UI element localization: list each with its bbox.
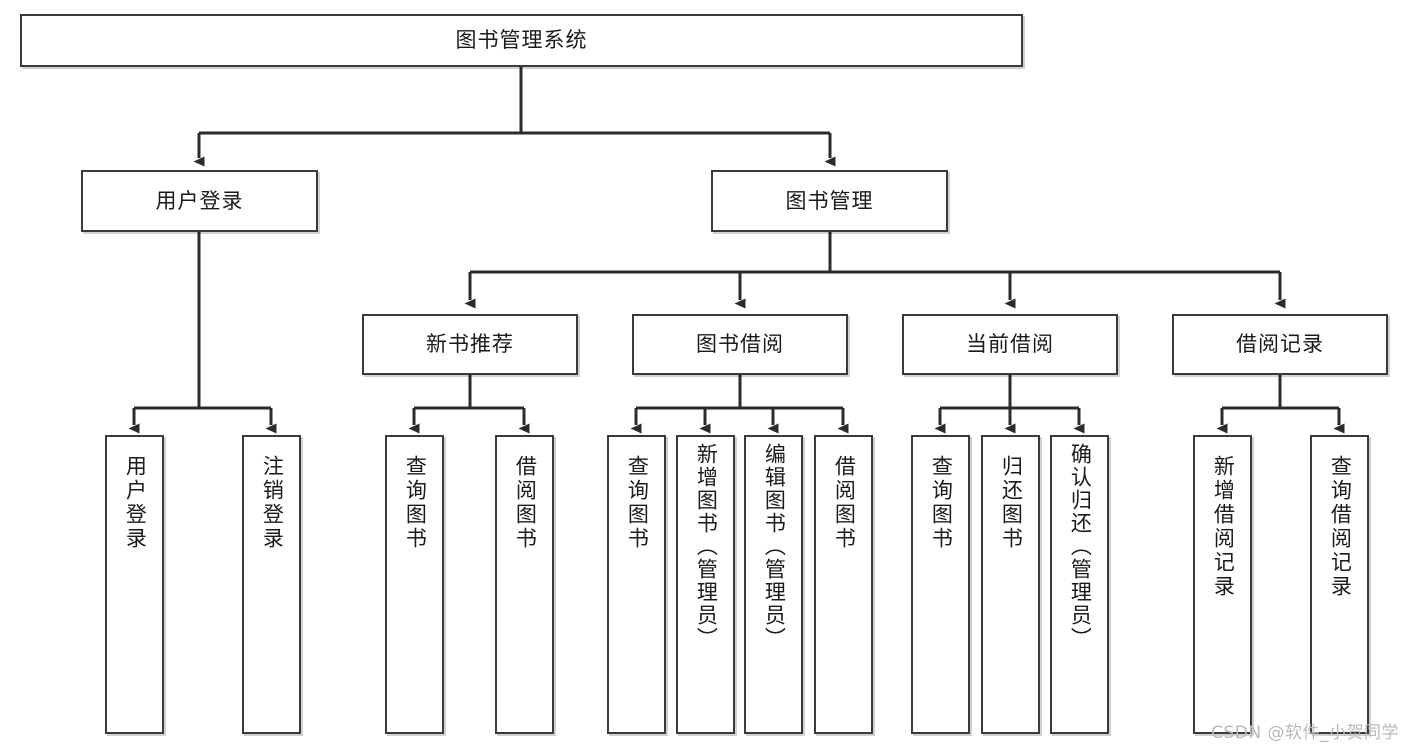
node-leaf-add-record[interactable]: 新增借阅记录 bbox=[1193, 435, 1252, 734]
watermark-text: CSDN @软件_小贺同学 bbox=[1211, 723, 1399, 743]
node-leaf-query-book-1[interactable]: 查询图书 bbox=[385, 435, 444, 734]
node-book-borrow-label: 图书借阅 bbox=[696, 332, 784, 357]
node-leaf-query-record-label: 查询借阅记录 bbox=[1328, 455, 1353, 599]
node-leaf-query-book-1-label: 查询图书 bbox=[403, 455, 428, 551]
node-book-borrow[interactable]: 图书借阅 bbox=[632, 314, 848, 375]
node-leaf-edit-book[interactable]: 编辑图书（管理员） bbox=[744, 435, 803, 734]
node-borrow-record[interactable]: 借阅记录 bbox=[1172, 314, 1388, 375]
node-book-manage-label: 图书管理 bbox=[785, 188, 874, 213]
node-new-book-recommend[interactable]: 新书推荐 bbox=[362, 314, 578, 375]
node-leaf-return-book[interactable]: 归还图书 bbox=[981, 435, 1040, 734]
node-leaf-query-record[interactable]: 查询借阅记录 bbox=[1310, 435, 1369, 734]
node-leaf-return-book-label: 归还图书 bbox=[999, 455, 1024, 551]
node-leaf-user-login-label: 用户登录 bbox=[123, 455, 148, 551]
node-leaf-query-book-2[interactable]: 查询图书 bbox=[607, 435, 666, 734]
node-leaf-edit-book-label: 编辑图书（管理员） bbox=[762, 443, 787, 650]
node-leaf-query-book-3-label: 查询图书 bbox=[929, 455, 954, 551]
node-leaf-confirm-return[interactable]: 确认归还（管理员） bbox=[1050, 435, 1109, 734]
node-user-login-label: 用户登录 bbox=[155, 188, 244, 213]
node-leaf-borrow-book-1[interactable]: 借阅图书 bbox=[495, 435, 554, 734]
node-leaf-add-book-label: 新增图书（管理员） bbox=[694, 443, 719, 650]
node-leaf-borrow-book-2-label: 借阅图书 bbox=[832, 455, 857, 551]
node-root[interactable]: 图书管理系统 bbox=[20, 14, 1023, 67]
node-leaf-borrow-book-1-label: 借阅图书 bbox=[513, 455, 538, 551]
node-leaf-add-record-label: 新增借阅记录 bbox=[1211, 455, 1236, 599]
node-current-borrow-label: 当前借阅 bbox=[966, 332, 1054, 357]
node-leaf-user-login[interactable]: 用户登录 bbox=[105, 435, 164, 734]
node-leaf-add-book[interactable]: 新增图书（管理员） bbox=[676, 435, 735, 734]
node-leaf-query-book-3[interactable]: 查询图书 bbox=[911, 435, 970, 734]
node-borrow-record-label: 借阅记录 bbox=[1236, 332, 1324, 357]
node-root-label: 图书管理系统 bbox=[455, 28, 588, 53]
node-new-book-recommend-label: 新书推荐 bbox=[426, 332, 514, 357]
node-leaf-query-book-2-label: 查询图书 bbox=[625, 455, 650, 551]
node-leaf-borrow-book-2[interactable]: 借阅图书 bbox=[814, 435, 873, 734]
node-leaf-logout-login-label: 注销登录 bbox=[260, 455, 285, 551]
node-leaf-logout-login[interactable]: 注销登录 bbox=[242, 435, 301, 734]
node-leaf-confirm-return-label: 确认归还（管理员） bbox=[1068, 443, 1093, 650]
node-user-login[interactable]: 用户登录 bbox=[81, 170, 318, 232]
node-current-borrow[interactable]: 当前借阅 bbox=[902, 314, 1118, 375]
node-book-manage[interactable]: 图书管理 bbox=[711, 170, 948, 232]
